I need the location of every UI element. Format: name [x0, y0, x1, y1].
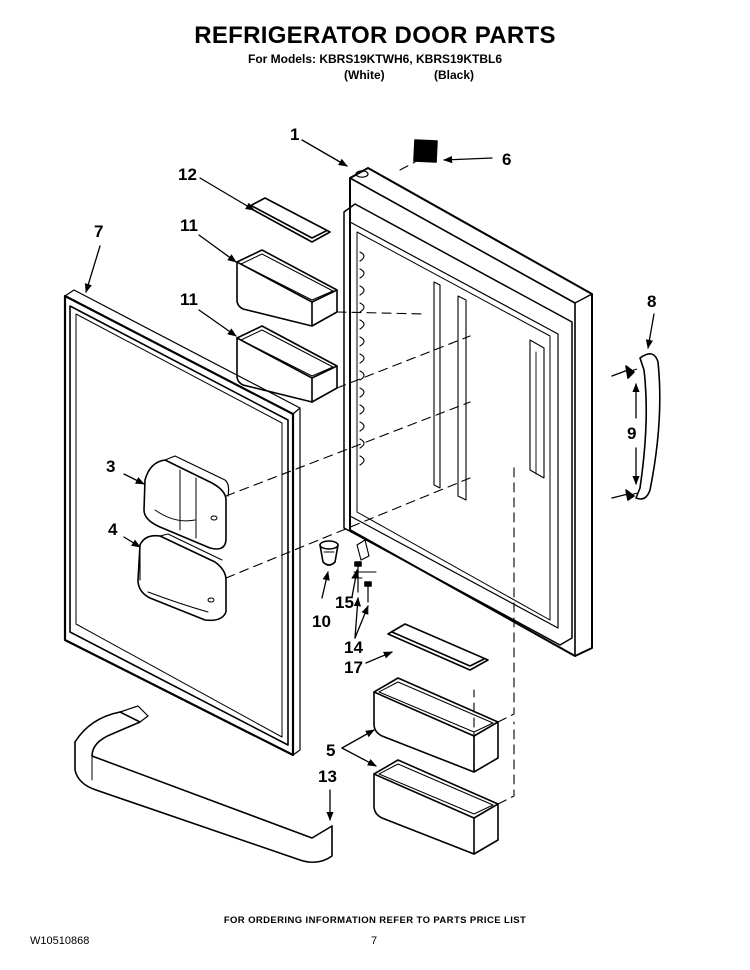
callout-leader-lines: [84, 139, 655, 821]
dispenser-cover-part: [137, 533, 227, 622]
callout-14: 14: [344, 638, 363, 657]
handle-screws-part: [611, 365, 635, 501]
callout-4: 4: [108, 520, 118, 539]
document-number: W10510868: [30, 935, 90, 947]
bottom-shelf-part: [74, 705, 333, 864]
dispenser-module-part: [143, 455, 230, 550]
callout-13: 13: [318, 767, 337, 786]
bin-cover-part-17: [387, 623, 489, 671]
door-bin-part-5-upper: [373, 677, 499, 773]
ordering-note: FOR ORDERING INFORMATION REFER TO PARTS …: [223, 915, 527, 926]
callout-5: 5: [326, 741, 335, 760]
door-bin-part-5-lower: [373, 759, 499, 855]
callout-11-upper: 11: [180, 216, 198, 235]
hinge-screws-part: [351, 561, 377, 603]
assembly-guide-lines: [225, 161, 641, 805]
door-bin-part-11-lower: [236, 325, 338, 403]
callout-15: 15: [335, 593, 354, 612]
hinge-bushing-part: [319, 540, 339, 566]
callout-12: 12: [178, 165, 197, 184]
door-assembly-part: [343, 167, 593, 657]
door-handle-part: [635, 353, 661, 500]
page-number: 7: [371, 935, 378, 947]
door-gasket-part: [63, 289, 301, 757]
bin-cover-part-12: [247, 197, 331, 243]
callout-11-lower: 11: [180, 290, 198, 309]
label-plate-part: [413, 139, 438, 163]
callout-10: 10: [312, 612, 331, 631]
page-title: REFRIGERATOR DOOR PARTS: [194, 22, 556, 49]
callout-1: 1: [290, 125, 299, 144]
callout-17: 17: [344, 658, 363, 677]
callout-6: 6: [502, 150, 511, 169]
models-line: For Models: KBRS19KTWH6, KBRS19KTBL6: [247, 52, 503, 66]
color-label-black: (Black): [434, 68, 475, 82]
color-label-white: (White): [344, 68, 385, 82]
callout-9: 9: [627, 424, 636, 443]
callout-3: 3: [106, 457, 115, 476]
callout-7: 7: [94, 222, 103, 241]
door-bin-part-11-upper: [236, 249, 338, 327]
callout-8: 8: [647, 292, 656, 311]
